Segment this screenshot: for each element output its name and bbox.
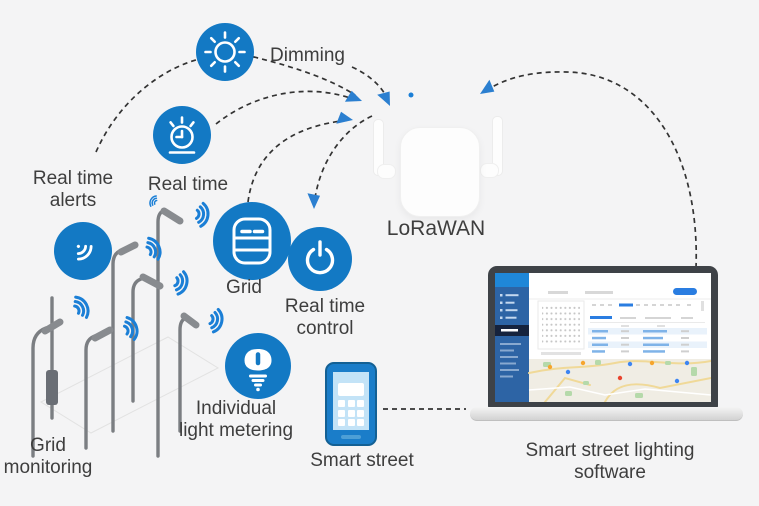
smart-street-label: Smart street	[310, 450, 414, 471]
grid-monitoring-label: Grid monitoring	[3, 435, 93, 478]
map-pins	[547, 360, 690, 384]
phone-app-display	[338, 383, 364, 396]
arc-grid-to-gateway	[247, 119, 351, 203]
gateway-foot-left	[377, 164, 396, 179]
dashboard-sidebar	[495, 273, 529, 402]
lorawan-label: LoRaWAN	[386, 217, 486, 240]
meter-icon	[232, 217, 272, 265]
gateway-body	[400, 127, 480, 217]
lamp-heads	[41, 207, 200, 342]
real-time-label: Real time	[147, 174, 229, 195]
dimming-label: Dimming	[270, 45, 345, 66]
gateway-foot-right	[480, 163, 499, 178]
signal-dot	[408, 92, 414, 98]
software-label: Smart street lighting software	[525, 440, 695, 483]
arc-realtime-to-gateway	[215, 90, 359, 125]
individual-light-metering-node	[225, 333, 291, 399]
real-time-alerts-label: Real time alerts	[32, 168, 114, 211]
real-time-control-node	[288, 227, 352, 291]
signal-icon	[76, 244, 93, 261]
grid-monitoring-sensor-box	[46, 370, 58, 405]
real-time-node	[153, 106, 211, 164]
gateway-antenna-right	[492, 116, 503, 176]
dimming-node	[196, 23, 254, 81]
power-icon	[305, 240, 335, 275]
smart-bulb-icon	[244, 349, 272, 392]
dashboard-primary-button	[673, 288, 697, 295]
ground-plane	[39, 336, 220, 434]
phone-app-keypad	[338, 400, 364, 426]
arrowheads	[307, 79, 495, 209]
stopwatch-icon	[168, 116, 196, 154]
laptop-screen-dashboard	[495, 273, 711, 402]
sun-icon	[204, 31, 246, 73]
laptop-base	[470, 407, 743, 421]
dashboard-map	[528, 359, 711, 402]
phone-home-button	[341, 435, 361, 439]
arc-gateway-to-control	[313, 115, 373, 206]
grid-node	[213, 202, 291, 280]
arc-software-to-gateway	[483, 71, 698, 269]
individual-light-metering-label: Individual light metering	[178, 398, 294, 441]
real-time-alerts-node	[54, 222, 112, 280]
real-time-control-label: Real time control	[284, 296, 366, 339]
grid-label: Grid	[226, 277, 262, 298]
